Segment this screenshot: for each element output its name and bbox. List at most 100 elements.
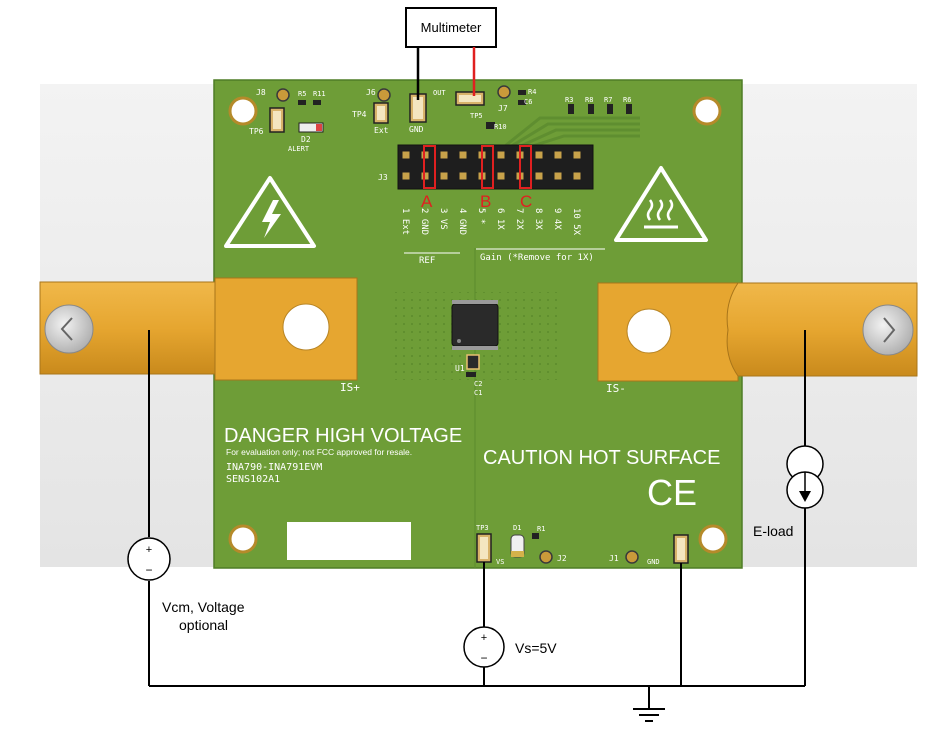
label-r6: R6 xyxy=(623,96,631,104)
header-pin xyxy=(573,151,581,159)
highlight-box-b xyxy=(481,145,494,189)
label-j7: J7 xyxy=(498,104,508,113)
label-tp6: TP6 xyxy=(249,127,264,136)
header-j3: J3 1 Ext 2 GND 3 VS 4 GND 5 * 6 1X 7 2X 8 3X 9 4… xyxy=(378,144,605,266)
is-plus-label: IS+ xyxy=(340,381,360,394)
hot-surface-warning-icon xyxy=(614,166,708,242)
header-pin xyxy=(459,172,467,180)
label-vs-bottom: VS xyxy=(496,558,504,566)
top-left-components: J8 R5 R11 TP6 D2 ALERT xyxy=(249,88,326,153)
header-pin xyxy=(497,172,505,180)
vcm-label-line2: optional xyxy=(179,617,228,633)
label-r1: R1 xyxy=(537,525,545,533)
label-tp3: TP3 xyxy=(476,524,489,532)
header-pin-label: 3 VS xyxy=(438,208,448,230)
label-r10: R10 xyxy=(494,123,507,131)
label-c2: C2 xyxy=(474,380,482,388)
part-name-text: INA790-INA791EVM xyxy=(226,462,322,473)
label-tp5: TP5 xyxy=(470,112,483,120)
multimeter: Multimeter xyxy=(405,7,497,100)
label-r7: R7 xyxy=(604,96,612,104)
disclaimer-text: For evaluation only; not FCC approved fo… xyxy=(226,447,412,457)
vs-voltage-source-icon: + − xyxy=(463,626,505,668)
ground-symbol-icon xyxy=(633,708,665,722)
header-pin xyxy=(554,172,562,180)
eload-current-source-icon xyxy=(786,445,824,509)
tp4-j6-components: J6 TP4 Ext GND xyxy=(352,88,427,135)
vs-label: Vs=5V xyxy=(515,640,557,656)
header-pin xyxy=(573,172,581,180)
high-voltage-warning-icon xyxy=(224,176,316,248)
multimeter-label: Multimeter xyxy=(421,20,482,35)
header-pin xyxy=(497,151,505,159)
label-j3: J3 xyxy=(378,173,388,182)
bolt-right-icon xyxy=(862,304,914,356)
eload-label: E-load xyxy=(753,523,793,539)
label-r4: R4 xyxy=(528,88,536,96)
label-r3: R3 xyxy=(565,96,573,104)
caution-text: CAUTION HOT SURFACE xyxy=(483,447,720,469)
blank-label-area xyxy=(287,522,411,560)
label-j8: J8 xyxy=(256,88,266,97)
highlight-box-c xyxy=(519,145,532,189)
header-pin xyxy=(535,172,543,180)
header-pin-label: 8 3X xyxy=(533,208,543,230)
label-j6: J6 xyxy=(366,88,376,97)
header-pin xyxy=(402,172,410,180)
highlight-label-a: A xyxy=(421,192,433,211)
bolt-left-icon xyxy=(44,304,94,354)
label-j2: J2 xyxy=(557,554,567,563)
label-d1: D1 xyxy=(513,524,521,532)
vcm-plus-sign: + xyxy=(146,544,152,556)
vcm-voltage-source-icon: + − xyxy=(127,537,171,581)
label-gain: Gain (*Remove for 1X) xyxy=(480,253,594,263)
header-pin xyxy=(554,151,562,159)
label-r11: R11 xyxy=(313,90,326,98)
header-pin-label: 5 * xyxy=(476,208,486,224)
header-pin-label: 10 5X xyxy=(571,208,581,236)
label-ext: Ext xyxy=(374,126,389,135)
label-r5: R5 xyxy=(298,90,306,98)
vs-minus-sign: − xyxy=(480,651,487,665)
is-minus-label: IS- xyxy=(606,382,626,395)
label-j1: J1 xyxy=(609,554,619,563)
highlight-box-a xyxy=(423,145,436,189)
label-gnd-bottom: GND xyxy=(647,558,660,566)
vcm-label-line1: Vcm, Voltage xyxy=(162,599,245,615)
ic-u1: U1 C2 C1 xyxy=(451,300,499,397)
highlight-label-c: C xyxy=(520,192,532,211)
header-pin-labels: 1 Ext 2 GND 3 VS 4 GND 5 * 6 1X 7 2X 8 3X 9 4X 10… xyxy=(400,208,581,236)
header-pin-label: 4 GND xyxy=(457,208,467,235)
label-d2: D2 xyxy=(301,135,311,144)
header-pin-label: 7 2X xyxy=(514,208,524,230)
label-r8: R8 xyxy=(585,96,593,104)
header-pin-label: 2 GND xyxy=(419,208,429,235)
label-alert: ALERT xyxy=(288,145,310,153)
label-u1: U1 xyxy=(455,364,465,373)
ce-mark: CE xyxy=(647,472,697,513)
header-pin xyxy=(459,151,467,159)
label-c6: C6 xyxy=(524,98,532,106)
bottom-components: TP3 VS D1 R1 J2 J1 GND xyxy=(476,524,689,566)
circuit-wiring xyxy=(148,330,806,708)
header-pin-label: 1 Ext xyxy=(400,208,410,235)
busbar-left xyxy=(39,277,358,381)
warning-text: DANGER HIGH VOLTAGE xyxy=(224,425,462,447)
busbar-right xyxy=(597,282,918,382)
highlight-label-b: B xyxy=(480,192,491,211)
label-gnd-top: GND xyxy=(409,125,424,134)
label-tp4: TP4 xyxy=(352,110,367,119)
header-pin xyxy=(440,172,448,180)
header-pin-label: 6 1X xyxy=(495,208,505,230)
label-out: OUT xyxy=(433,89,446,97)
mounting-holes xyxy=(228,96,728,554)
vcm-minus-sign: − xyxy=(145,563,152,577)
vs-plus-sign: + xyxy=(481,632,487,644)
header-pin-label: 9 4X xyxy=(552,208,562,230)
header-pin xyxy=(535,151,543,159)
header-pin xyxy=(440,151,448,159)
output-components: OUT TP5 R10 R4 C6 J7 R3 R8 R7 R6 xyxy=(433,85,640,152)
label-ref: REF xyxy=(419,256,435,266)
